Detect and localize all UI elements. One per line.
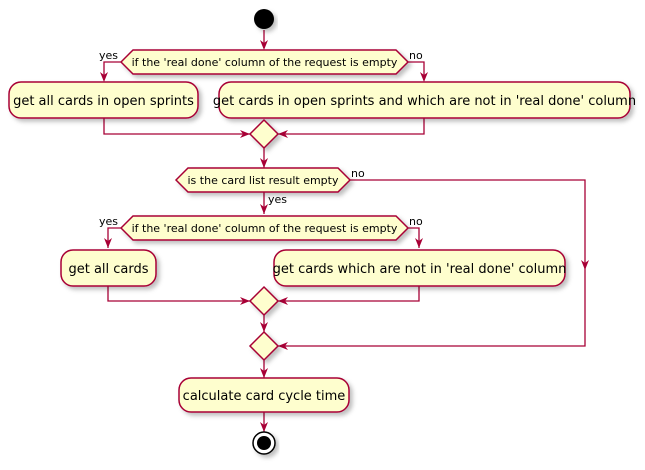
activity-4-label: get cards which are not in 'real done' c… bbox=[273, 262, 567, 277]
arrowhead bbox=[278, 342, 288, 350]
edge-a4-to-merge2 bbox=[278, 286, 420, 302]
merge-node-3 bbox=[248, 330, 280, 362]
arrowhead bbox=[240, 130, 250, 138]
activity-2-label: get cards in open sprints and which are … bbox=[213, 94, 636, 109]
arrowhead bbox=[415, 238, 423, 248]
decision-2-yes-label: yes bbox=[268, 193, 287, 206]
arrowhead bbox=[100, 72, 108, 82]
activity-5-label: calculate card cycle time bbox=[183, 389, 346, 404]
decision-1-no-label: no bbox=[409, 49, 423, 62]
decision-3-yes-label: yes bbox=[99, 215, 118, 228]
arrowheads bbox=[100, 40, 589, 432]
arrowhead bbox=[278, 130, 288, 138]
decision-1: if the 'real done' column of the request… bbox=[119, 49, 410, 75]
edge-d3-yes bbox=[107, 227, 121, 248]
arrowhead bbox=[581, 260, 589, 270]
edge-d1-yes bbox=[103, 61, 121, 80]
edge-a1-to-merge1 bbox=[103, 118, 250, 135]
arrowhead bbox=[260, 40, 268, 50]
arrowhead bbox=[104, 238, 112, 248]
merge-node-2 bbox=[248, 285, 280, 317]
decision-1-condition: if the 'real done' column of the request… bbox=[132, 56, 398, 69]
decision-2: is the card list result empty bbox=[174, 167, 352, 193]
decision-3: if the 'real done' column of the request… bbox=[119, 215, 410, 241]
edge-a2-to-merge1 bbox=[278, 118, 425, 135]
end-node bbox=[252, 431, 276, 455]
arrowhead bbox=[260, 422, 268, 432]
arrowhead bbox=[260, 204, 268, 214]
decision-1-yes-label: yes bbox=[99, 49, 118, 62]
activity-1-label: get all cards in open sprints bbox=[13, 94, 194, 109]
merge-node-1 bbox=[248, 118, 280, 150]
activity-get-cards-not-real-done: get cards which are not in 'real done' c… bbox=[273, 249, 567, 287]
arrowhead bbox=[260, 158, 268, 168]
decision-2-no-label: no bbox=[351, 167, 365, 180]
activity-calculate-cycle-time: calculate card cycle time bbox=[178, 377, 350, 413]
decision-2-condition: is the card list result empty bbox=[188, 174, 339, 187]
edge-d1-no bbox=[408, 61, 425, 80]
activity-3-label: get all cards bbox=[68, 262, 148, 277]
activity-get-all-cards: get all cards bbox=[60, 249, 157, 287]
start-node bbox=[254, 9, 274, 29]
arrowhead bbox=[240, 297, 250, 305]
arrowhead bbox=[420, 72, 428, 82]
edge-a3-to-merge2 bbox=[107, 286, 250, 302]
arrowhead bbox=[260, 322, 268, 332]
activity-get-cards-not-real-done-open-sprints: get cards in open sprints and which are … bbox=[213, 81, 636, 119]
arrowhead bbox=[278, 297, 288, 305]
decision-3-no-label: no bbox=[409, 215, 423, 228]
activity-get-all-cards-open-sprints: get all cards in open sprints bbox=[8, 81, 199, 119]
edge-d3-no bbox=[408, 227, 420, 248]
decision-3-condition: if the 'real done' column of the request… bbox=[132, 222, 398, 235]
arrowhead bbox=[260, 368, 268, 378]
